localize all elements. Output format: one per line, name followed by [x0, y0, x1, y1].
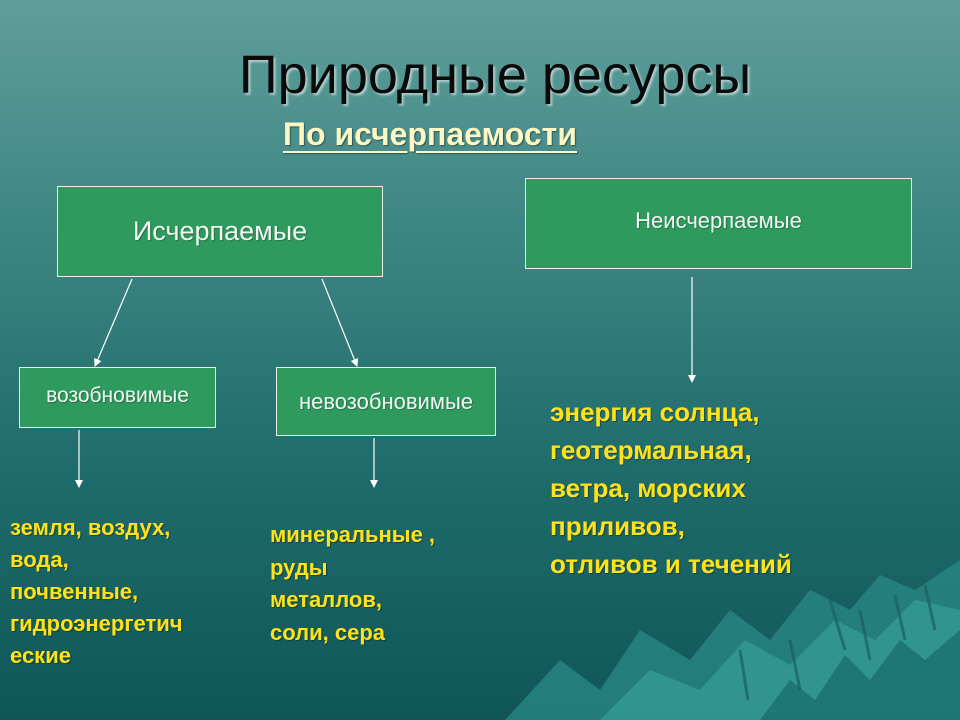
- inexhaustible-example-line: энергия солнца,: [550, 397, 760, 427]
- nonrenewable-example-line: минеральные ,: [270, 522, 436, 547]
- node-inexhaustible: Неисчерпаемые: [525, 178, 912, 269]
- renewable-example-line: вода,: [10, 547, 69, 572]
- inexhaustible-example-line: отливов и течений: [550, 549, 792, 579]
- inexhaustible-example-line: геотермальная,: [550, 435, 752, 465]
- nonrenewable-example-line: металлов,: [270, 587, 382, 612]
- node-exhaustible: Исчерпаемые: [57, 186, 383, 277]
- nonrenewable-example-line: руды: [270, 554, 328, 580]
- inexhaustible-example-line: ветра, морских: [550, 473, 746, 503]
- nonrenewable-examples-list: минеральные , руды металлов, соли, сера: [270, 519, 435, 649]
- page-title: Природные ресурсы: [238, 45, 752, 105]
- node-renewable: возобновимые: [19, 367, 216, 428]
- nonrenewable-example-line: соли, сера: [270, 619, 385, 645]
- renewable-example-line: гидроэнергетич: [10, 611, 183, 636]
- arrow-exhaustible-to-nonrenewable: [321, 278, 359, 367]
- inexhaustible-examples-list: энергия солнца, геотермальная, ветра, мо…: [550, 393, 792, 583]
- node-nonrenewable: невозобновимые: [276, 367, 496, 436]
- arrow-exhaustible-to-renewable: [94, 278, 133, 367]
- renewable-example-line: еские: [10, 643, 71, 668]
- renewable-examples-list: земля, воздух, вода, почвенные, гидроэне…: [10, 512, 183, 672]
- inexhaustible-example-line: приливов,: [550, 511, 685, 541]
- renewable-example-line: почвенные,: [10, 579, 139, 604]
- renewable-example-line: земля, воздух,: [10, 515, 171, 540]
- page-subtitle: По исчерпаемости: [283, 116, 578, 152]
